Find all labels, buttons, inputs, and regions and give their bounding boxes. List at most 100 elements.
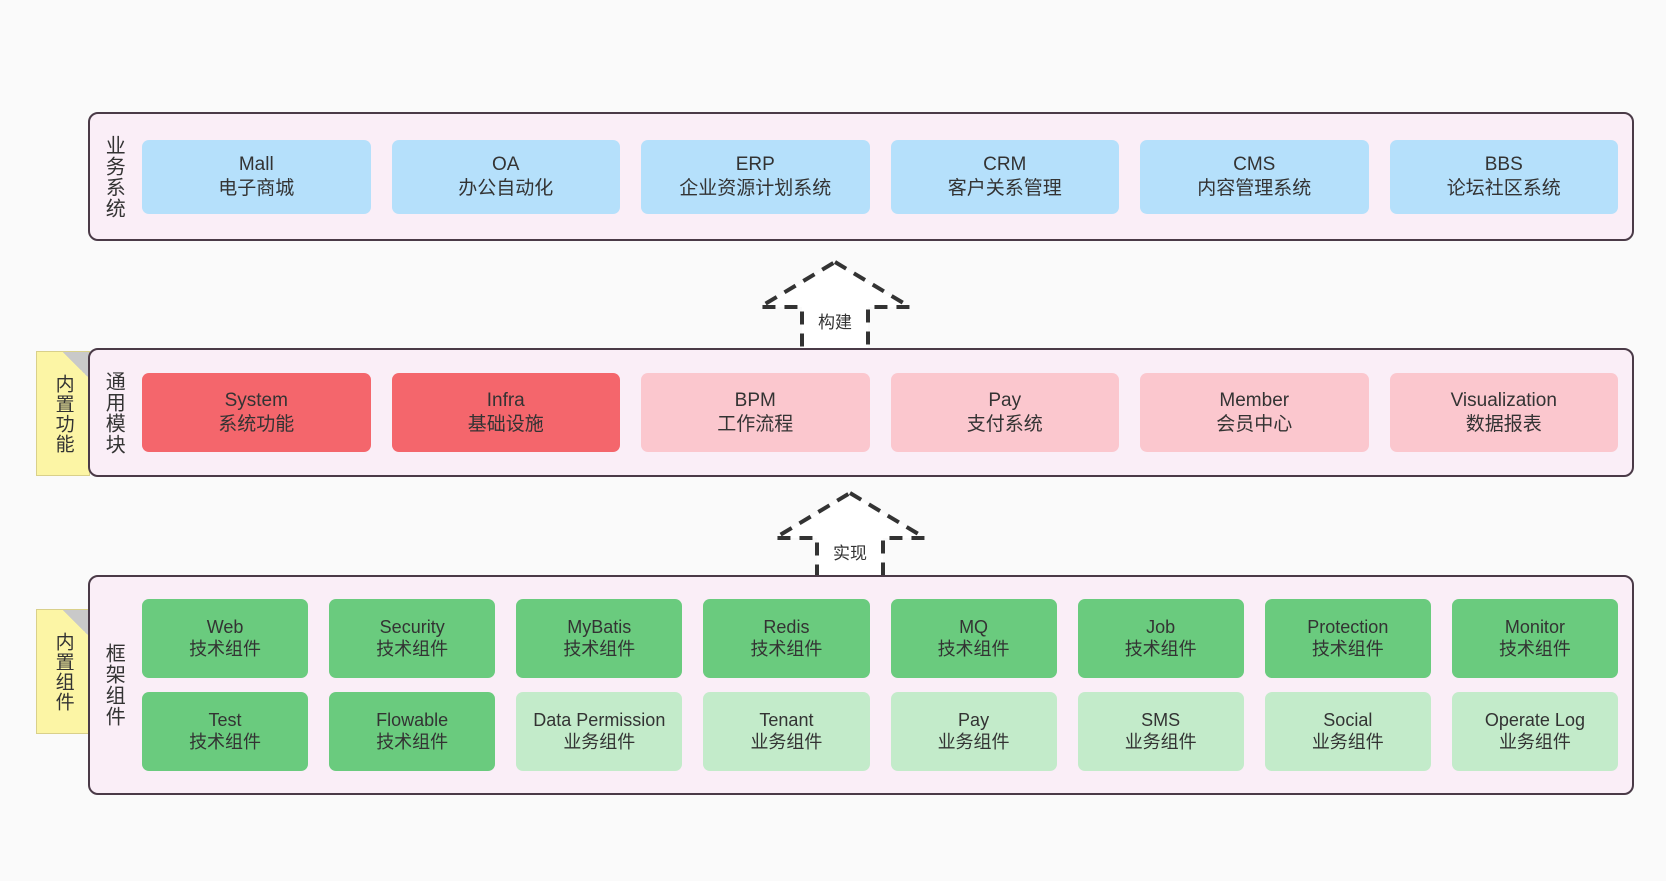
card-flowable[interactable]: Flowable 技术组件 xyxy=(329,692,496,771)
card-redis[interactable]: Redis 技术组件 xyxy=(703,599,870,678)
card-mall[interactable]: Mall 电子商城 xyxy=(142,139,371,214)
card-social[interactable]: Social 业务组件 xyxy=(1264,692,1431,771)
card-data-permission[interactable]: Data Permission 业务组件 xyxy=(516,692,683,771)
card-subtitle: 技术组件 xyxy=(563,638,636,659)
card-title: Job xyxy=(1146,616,1176,637)
card-subtitle: 会员中心 xyxy=(1216,413,1293,435)
card-title: Visualization xyxy=(1450,390,1557,412)
card-cms[interactable]: CMS 内容管理系统 xyxy=(1140,139,1369,214)
card-row: System 系统功能 Infra 基础设施 BPM 工作流程 Pay 支付系统… xyxy=(142,373,1618,452)
card-title: Infra xyxy=(486,390,525,412)
card-title: Protection xyxy=(1307,616,1389,637)
card-sms[interactable]: SMS 业务组件 xyxy=(1077,692,1244,771)
layer-body-common: System 系统功能 Infra 基础设施 BPM 工作流程 Pay 支付系统… xyxy=(136,350,1632,475)
card-title: Operate Log xyxy=(1484,709,1585,730)
card-subtitle: 技术组件 xyxy=(1311,638,1384,659)
card-title: Mall xyxy=(238,154,274,176)
card-security[interactable]: Security 技术组件 xyxy=(329,599,496,678)
card-subtitle: 工作流程 xyxy=(717,413,794,435)
card-subtitle: 技术组件 xyxy=(376,638,449,659)
layer-body-business: Mall 电子商城 OA 办公自动化 ERP 企业资源计划系统 CRM 客户关系… xyxy=(136,114,1632,239)
card-title: Flowable xyxy=(376,709,449,730)
arrow-realize: 实现 xyxy=(770,488,930,583)
card-monitor[interactable]: Monitor 技术组件 xyxy=(1451,599,1618,678)
layer-title-framework: 框架组件 xyxy=(102,643,125,727)
note-builtin-function: 内置功能 xyxy=(36,351,90,476)
card-title: CRM xyxy=(983,154,1027,176)
card-operate-log[interactable]: Operate Log 业务组件 xyxy=(1451,692,1618,771)
card-subtitle: 技术组件 xyxy=(750,638,823,659)
card-subtitle: 电子商城 xyxy=(218,177,295,199)
card-subtitle: 技术组件 xyxy=(376,731,449,752)
card-title: Member xyxy=(1219,390,1290,412)
card-subtitle: 支付系统 xyxy=(966,413,1043,435)
note-builtin-component: 内置组件 xyxy=(36,609,90,734)
card-row: Test 技术组件 Flowable 技术组件 Data Permission … xyxy=(142,692,1618,771)
card-subtitle: 业务组件 xyxy=(1124,731,1197,752)
layer-title-business: 业务系统 xyxy=(102,134,125,219)
card-title: Pay xyxy=(958,709,990,730)
card-title: Data Permission xyxy=(533,709,666,730)
card-subtitle: 业务组件 xyxy=(1311,731,1384,752)
card-tenant[interactable]: Tenant 业务组件 xyxy=(703,692,870,771)
card-row: Mall 电子商城 OA 办公自动化 ERP 企业资源计划系统 CRM 客户关系… xyxy=(142,139,1618,214)
card-title: Web xyxy=(206,616,244,637)
card-job[interactable]: Job 技术组件 xyxy=(1077,599,1244,678)
card-title: Monitor xyxy=(1504,616,1565,637)
card-subtitle: 论坛社区系统 xyxy=(1446,177,1561,199)
card-title: Security xyxy=(379,616,445,637)
card-subtitle: 技术组件 xyxy=(1124,638,1197,659)
note-label: 内置功能 xyxy=(52,373,74,454)
card-infra[interactable]: Infra 基础设施 xyxy=(391,373,620,452)
card-title: Tenant xyxy=(759,709,814,730)
card-pay-business[interactable]: Pay 业务组件 xyxy=(890,692,1057,771)
layer-common-modules: 通用模块 System 系统功能 Infra 基础设施 BPM 工作流程 Pay… xyxy=(88,348,1634,477)
layer-body-framework: Web 技术组件 Security 技术组件 MyBatis 技术组件 Redi… xyxy=(136,577,1632,793)
card-erp[interactable]: ERP 企业资源计划系统 xyxy=(641,139,870,214)
card-mq[interactable]: MQ 技术组件 xyxy=(890,599,1057,678)
card-subtitle: 企业资源计划系统 xyxy=(679,177,832,199)
card-title: Test xyxy=(208,709,242,730)
card-subtitle: 业务组件 xyxy=(750,731,823,752)
card-title: SMS xyxy=(1141,709,1181,730)
card-visualization[interactable]: Visualization 数据报表 xyxy=(1389,373,1618,452)
card-subtitle: 基础设施 xyxy=(467,413,544,435)
card-subtitle: 客户关系管理 xyxy=(947,177,1062,199)
arrow-build: 构建 xyxy=(755,257,915,352)
layer-framework-components: 框架组件 Web 技术组件 Security 技术组件 MyBatis 技术组件… xyxy=(88,575,1634,795)
card-system[interactable]: System 系统功能 xyxy=(142,373,371,452)
card-subtitle: 数据报表 xyxy=(1465,413,1542,435)
card-subtitle: 办公自动化 xyxy=(458,177,554,199)
card-title: Social xyxy=(1323,709,1373,730)
card-subtitle: 技术组件 xyxy=(189,731,262,752)
layer-title-common: 通用模块 xyxy=(102,370,125,455)
card-subtitle: 技术组件 xyxy=(937,638,1010,659)
card-subtitle: 技术组件 xyxy=(189,638,262,659)
card-pay[interactable]: Pay 支付系统 xyxy=(890,373,1119,452)
note-label: 内置组件 xyxy=(52,631,74,712)
card-bpm[interactable]: BPM 工作流程 xyxy=(641,373,870,452)
card-oa[interactable]: OA 办公自动化 xyxy=(391,139,620,214)
card-web[interactable]: Web 技术组件 xyxy=(142,599,309,678)
card-subtitle: 内容管理系统 xyxy=(1197,177,1312,199)
card-title: Pay xyxy=(988,390,1022,412)
card-subtitle: 系统功能 xyxy=(218,413,295,435)
card-title: System xyxy=(224,390,288,412)
card-test[interactable]: Test 技术组件 xyxy=(142,692,309,771)
card-subtitle: 业务组件 xyxy=(937,731,1010,752)
arrow-up-dashed-icon xyxy=(770,490,930,583)
card-crm[interactable]: CRM 客户关系管理 xyxy=(890,139,1119,214)
card-protection[interactable]: Protection 技术组件 xyxy=(1264,599,1431,678)
card-member[interactable]: Member 会员中心 xyxy=(1140,373,1369,452)
card-title: CMS xyxy=(1233,154,1276,176)
card-subtitle: 业务组件 xyxy=(1498,731,1571,752)
layer-business-systems: 业务系统 Mall 电子商城 OA 办公自动化 ERP 企业资源计划系统 CRM… xyxy=(88,112,1634,241)
arrow-up-dashed-icon xyxy=(755,259,915,352)
card-subtitle: 业务组件 xyxy=(563,731,636,752)
card-title: MQ xyxy=(959,616,989,637)
card-title: OA xyxy=(492,154,520,176)
card-mybatis[interactable]: MyBatis 技术组件 xyxy=(516,599,683,678)
card-bbs[interactable]: BBS 论坛社区系统 xyxy=(1389,139,1618,214)
card-title: MyBatis xyxy=(567,616,632,637)
